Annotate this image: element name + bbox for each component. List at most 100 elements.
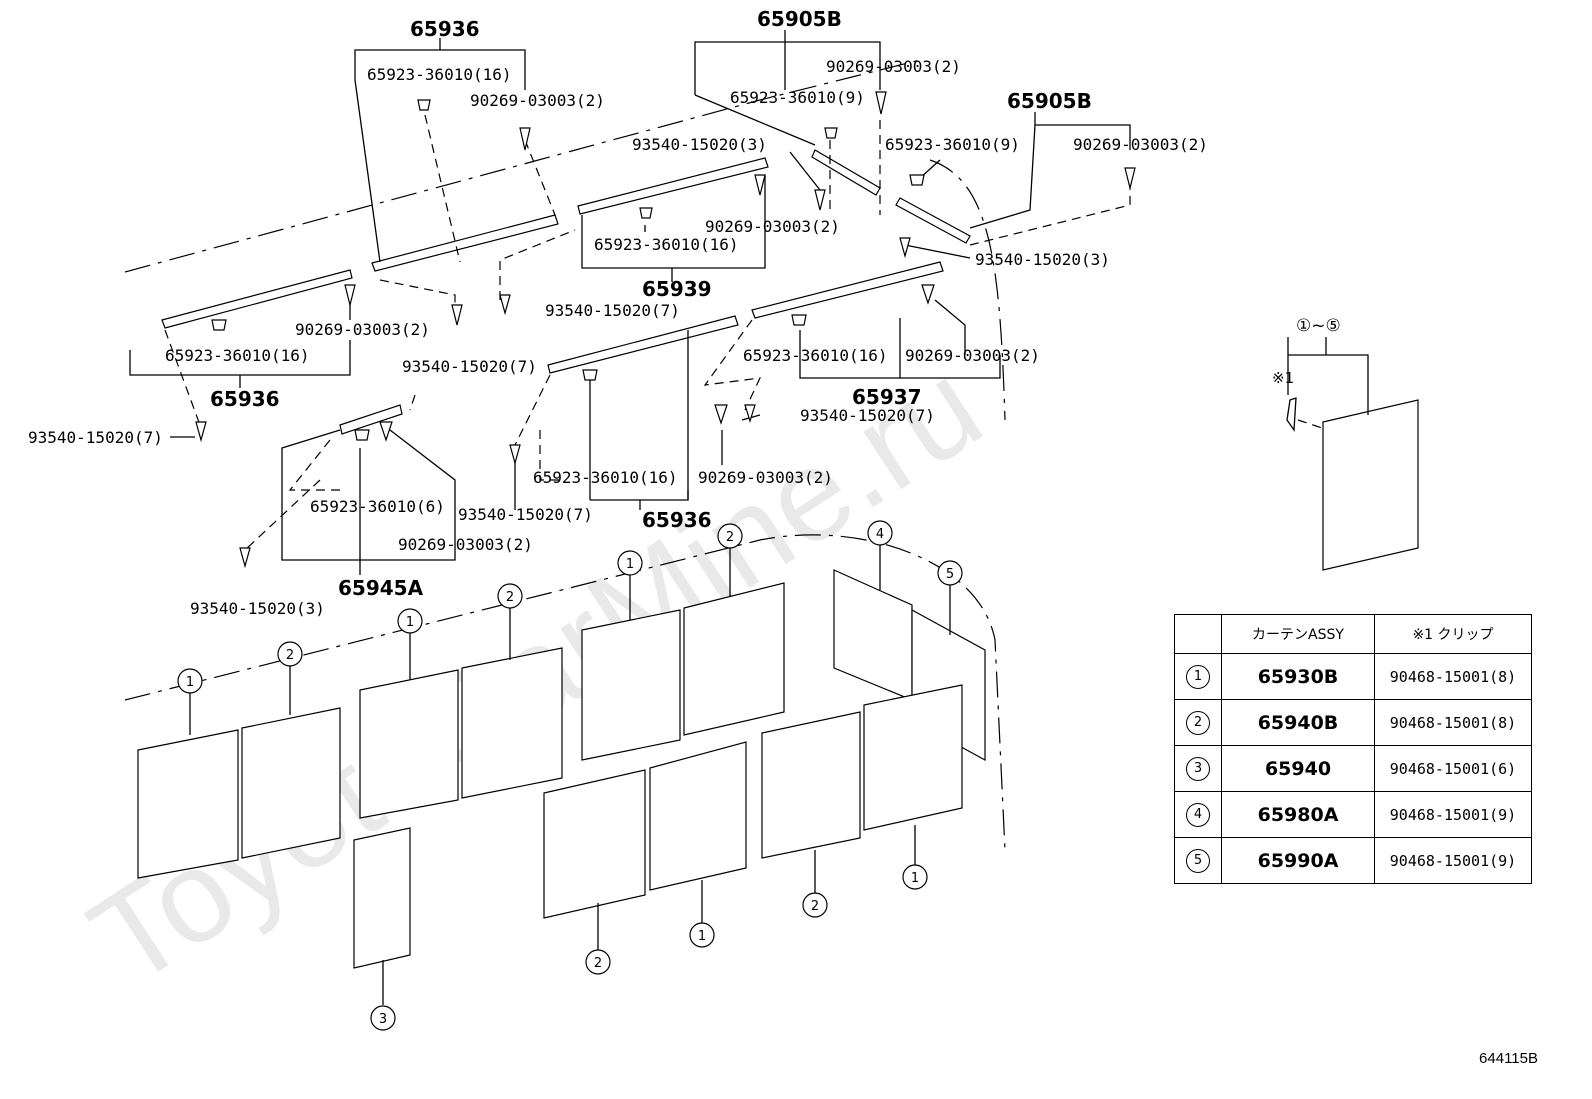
screw-icon (239, 547, 251, 569)
clip-icon (791, 314, 807, 326)
table-row: 4 65980A 90468-15001(9) (1174, 791, 1532, 838)
table-header (1174, 614, 1222, 654)
panel-number-badge: 2 (717, 523, 743, 549)
table-header: カーテンASSY (1221, 614, 1375, 654)
panel-number-badge: 2 (802, 892, 828, 918)
assembly-labels: 65936 65905B 65905B 65939 65936 65937 65… (210, 7, 1092, 600)
inset-range-label: ①~⑤ (1296, 316, 1341, 336)
svg-text:2: 2 (506, 590, 514, 605)
rail-65905B-a (811, 149, 881, 196)
clip-icon (824, 127, 838, 139)
rail-65939 (577, 157, 769, 215)
curtain-panel (241, 707, 341, 859)
inset-curtain-panel (1322, 399, 1419, 571)
panel-number-badge: 4 (867, 520, 893, 546)
panel-number-badge: 1 (617, 550, 643, 576)
screw-icon (899, 237, 911, 259)
curtain-panel (833, 569, 913, 701)
svg-text:1: 1 (626, 557, 634, 572)
curtain-panel (683, 582, 785, 736)
clip-icon (417, 99, 431, 111)
svg-text:2: 2 (594, 956, 602, 971)
curtain-panel (761, 711, 861, 859)
svg-text:2: 2 (286, 648, 294, 663)
rail-65945A (339, 404, 403, 435)
part-label: 90269-03003(2) (698, 468, 833, 487)
assembly-label: 65945A (338, 576, 424, 600)
part-labels: 65923-36010(16) 90269-03003(2) 90269-030… (28, 57, 1208, 618)
assembly-label: 65939 (642, 277, 712, 301)
clip-icon (909, 174, 925, 186)
part-label: 65923-36010(9) (885, 135, 1020, 154)
table-row: 3 65940 90468-15001(6) (1174, 745, 1532, 792)
curtain-part-number: 65990A (1221, 837, 1375, 884)
screw-icon (519, 127, 531, 151)
clip-icon (582, 369, 598, 381)
screw-icon (1124, 167, 1136, 189)
table-header: ※1 クリップ (1374, 614, 1532, 654)
part-label: 90269-03003(2) (295, 320, 430, 339)
curtain-panel (359, 669, 459, 819)
curtain-panel (543, 769, 646, 919)
curtain-panels (137, 397, 1419, 969)
assembly-label: 65905B (1007, 89, 1092, 113)
svg-text:3: 3 (379, 1012, 387, 1027)
panel-number-badge: 3 (370, 1005, 396, 1031)
part-label: 90269-03003(2) (905, 346, 1040, 365)
part-label: 65923-36010(16) (743, 346, 888, 365)
panel-number-leaders (189, 337, 1369, 1005)
screw-icon (921, 284, 935, 305)
curtain-part-number: 65930B (1221, 653, 1375, 700)
row-number-badge: 5 (1186, 848, 1210, 873)
assembly-label: 65936 (210, 387, 280, 411)
table-row: 5 65990A 90468-15001(9) (1174, 837, 1532, 884)
clip-icon (354, 429, 370, 441)
part-label: 90269-03003(2) (398, 535, 533, 554)
vehicle-outline (124, 59, 1006, 851)
screw-icon (509, 444, 521, 466)
assembly-label: 65905B (757, 7, 842, 31)
part-label: 90269-03003(2) (470, 91, 605, 110)
curtain-panel (137, 729, 239, 879)
part-label: 93540-15020(7) (800, 406, 935, 425)
clip-note-mark: ※1 (1272, 369, 1294, 387)
curtain-part-number: 65940 (1221, 745, 1375, 792)
curtain-panel (649, 741, 747, 891)
panel-number-badge: 2 (585, 949, 611, 975)
part-label: 65923-36010(16) (533, 468, 678, 487)
svg-text:1: 1 (186, 675, 194, 690)
part-label: 93540-15020(3) (632, 135, 767, 154)
part-label: 65923-36010(6) (310, 497, 445, 516)
leader-lines (129, 30, 1131, 575)
part-label: 93540-15020(7) (402, 357, 537, 376)
part-label: 90269-03003(2) (705, 217, 840, 236)
clip-part-number: 90468-15001(8) (1374, 653, 1532, 700)
svg-text:1: 1 (698, 929, 706, 944)
rail-65905B-b (895, 197, 971, 244)
row-number-badge: 4 (1186, 802, 1210, 827)
svg-text:2: 2 (726, 530, 734, 545)
panel-numbers: 1 2 1 2 1 2 4 5 1 2 1 2 3 (177, 520, 963, 1031)
table-row: 1 65930B 90468-15001(8) (1174, 653, 1532, 700)
part-label: 90269-03003(2) (826, 57, 961, 76)
curtain-panel (581, 609, 681, 761)
panel-number-badge: 5 (937, 560, 963, 586)
rail-65936-left (161, 269, 353, 329)
panel-number-badge: 1 (397, 608, 423, 634)
clip-part-number: 90468-15001(9) (1374, 791, 1532, 838)
table-row: 2 65940B 90468-15001(8) (1174, 699, 1532, 746)
screw-icon (451, 304, 463, 326)
rail-65936-upper (371, 214, 559, 272)
part-label: 65923-36010(16) (367, 65, 512, 84)
rail-65936-lower (547, 315, 739, 374)
clip-part-number: 90468-15001(8) (1374, 699, 1532, 746)
panel-number-badge: 1 (902, 864, 928, 890)
screw-icon (195, 421, 207, 443)
rail-65937 (751, 261, 944, 319)
row-number-badge: 3 (1186, 756, 1210, 781)
svg-text:1: 1 (911, 871, 919, 886)
reference-code: 644115B (1479, 1050, 1538, 1067)
svg-text:5: 5 (946, 567, 954, 582)
curtain-panel (863, 684, 963, 831)
part-label: 65923-36010(16) (165, 346, 310, 365)
